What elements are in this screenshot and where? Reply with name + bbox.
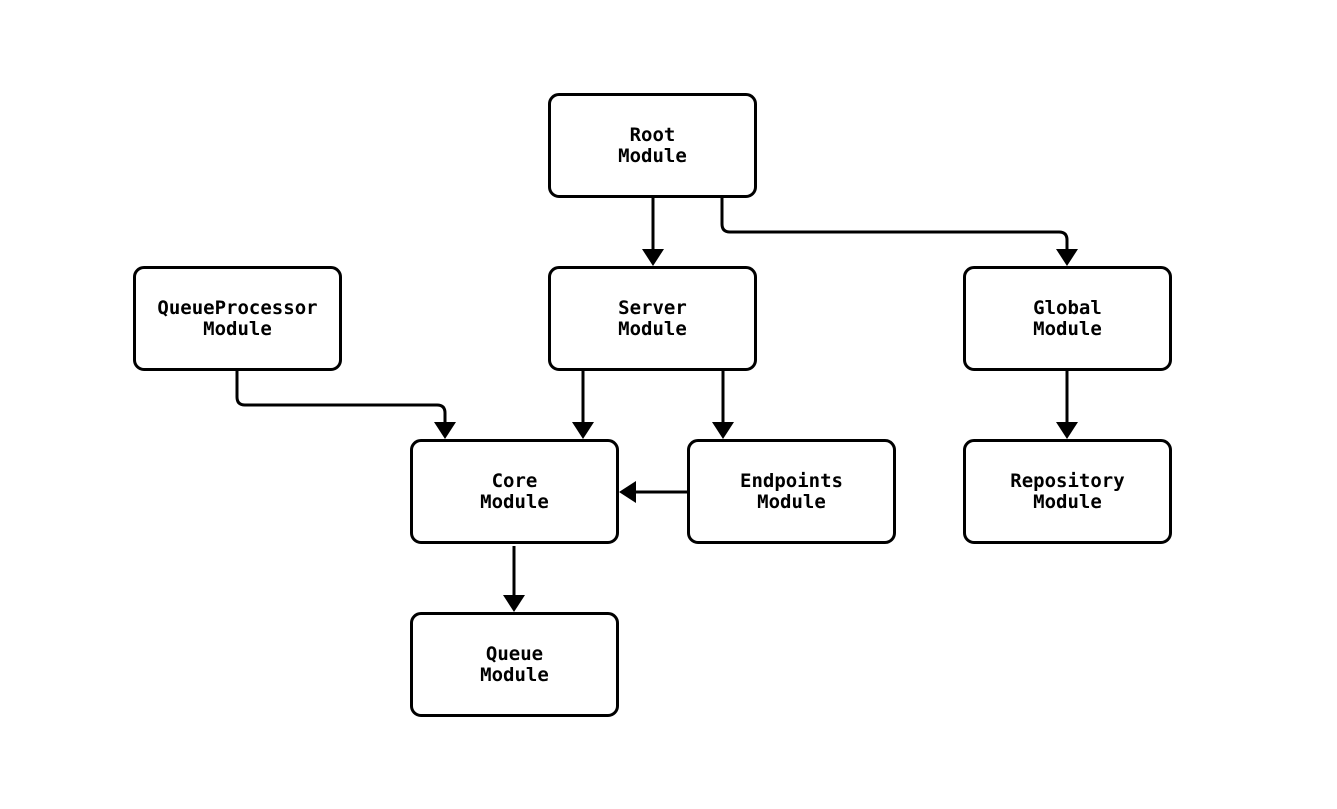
node-global-module: Global Module	[963, 266, 1172, 371]
node-queueprocessor-module: QueueProcessor Module	[133, 266, 342, 371]
arrowhead-queueprocessor-to-core	[434, 422, 456, 439]
node-root-module: Root Module	[548, 93, 757, 198]
node-label: QueueProcessor Module	[157, 296, 318, 340]
arrowhead-server-to-core	[572, 422, 594, 439]
arrowhead-global-to-repository	[1056, 422, 1078, 439]
node-label: Repository Module	[1010, 469, 1125, 513]
node-label: Endpoints Module	[740, 469, 843, 513]
arrowhead-endpoints-to-core	[619, 481, 636, 503]
node-core-module: Core Module	[410, 439, 619, 544]
node-label: Global Module	[1033, 296, 1102, 340]
node-label: Server Module	[618, 296, 687, 340]
node-queue-module: Queue Module	[410, 612, 619, 717]
arrowhead-root-to-server	[642, 249, 664, 266]
edge-root-to-global	[720, 198, 1069, 254]
node-label: Core Module	[480, 469, 549, 513]
node-server-module: Server Module	[548, 266, 757, 371]
node-repository-module: Repository Module	[963, 439, 1172, 544]
edge-queueprocessor-to-core	[235, 371, 447, 427]
arrowhead-server-to-endpoints	[712, 422, 734, 439]
arrowhead-root-to-global	[1056, 249, 1078, 266]
node-endpoints-module: Endpoints Module	[687, 439, 896, 544]
arrowhead-core-to-queue	[503, 595, 525, 612]
node-label: Root Module	[618, 123, 687, 167]
node-label: Queue Module	[480, 642, 549, 686]
